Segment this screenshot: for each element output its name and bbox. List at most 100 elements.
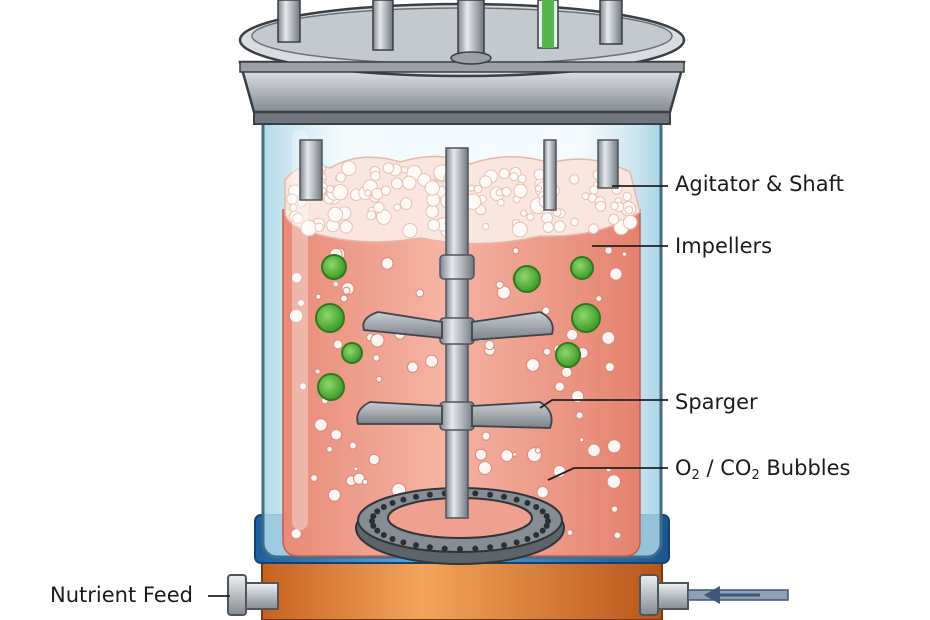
sparger-hole [380,504,387,510]
foam-bubble [400,166,409,174]
sparger-hole [533,532,540,538]
bubble-icon [332,339,343,350]
bubble-icon [526,358,540,372]
sparger-hole [380,532,387,538]
foam-bubble [610,201,619,211]
foam-bubble [473,184,483,194]
foam-bubble [341,160,357,176]
sparger-hole [370,522,377,529]
foam-bubble [569,174,580,185]
sparger-hole [543,513,550,520]
foam-bubble [608,213,620,225]
bubble-icon [475,448,487,461]
sparger-hole [426,544,433,551]
foam-bubble [589,185,599,195]
sparger-hole [389,536,396,542]
bubble-icon [327,488,341,502]
sparger-hole [426,491,433,498]
foam-bubble [622,215,638,230]
foam-bubble [390,177,404,190]
bubble-icon [512,247,520,255]
sparger-hole [370,513,377,520]
feed-arrow-icon [704,586,760,604]
bubble-icon [500,449,514,462]
sparger-hole [513,496,520,503]
sparger-hole [441,545,448,552]
bubble-icon [353,466,359,472]
sparger-hole [543,522,550,529]
sparger-hole [539,527,546,534]
sparger-hole [374,508,381,515]
head-ports [277,0,623,65]
bubble-icon [361,478,369,486]
bubble-icon [290,528,302,540]
bubble-icon [340,294,348,303]
sparger-hole [513,539,520,546]
foam-bubble [513,183,528,199]
glass-highlight [292,130,308,530]
sparger-hole [374,527,381,534]
bubble-icon [595,295,603,303]
bubble-icon [512,451,518,457]
foam-bubble [364,189,372,197]
bubble-icon [314,418,328,432]
foam-bubble [534,184,543,193]
foam-bubble [339,220,353,234]
bubble-icon [326,445,334,453]
foam-bubble [622,191,632,202]
bubble-icon [495,280,504,289]
bubble-icon [606,474,621,489]
foam-bubble [326,185,335,193]
sparger-hole [524,500,531,506]
bubble-icon [579,437,585,443]
foam-bubble [366,210,377,221]
bubble-icon [587,443,601,458]
foam-bubble [482,222,490,231]
bubble-icon [541,306,551,315]
label-bubbles: O2 / CO2 Bubbles [675,456,851,483]
bubble-icon [415,288,425,298]
sparger-hole [501,493,507,500]
bubble-icon [604,246,613,255]
foam-bubble [512,221,528,238]
foam-bubble [332,184,349,201]
cell-icon [341,342,363,364]
bubble-icon [543,347,551,356]
cell-cluster [315,254,601,401]
sparger-hole [369,518,375,524]
sparger-hole [413,542,419,549]
bubble-icon [330,428,343,441]
sparger-hole [472,545,479,552]
label-nutrient-feed: Nutrient Feed [50,583,193,607]
probe-right [597,139,619,189]
cell-icon [571,303,601,333]
sparger-hole [389,500,396,506]
foam-bubble [289,203,298,212]
cell-icon [555,342,581,368]
bubble-icon [484,340,495,351]
foam-bubble [570,217,579,227]
sparger-hole [413,493,419,500]
bubble-icon [332,280,340,288]
label-impellers: Impellers [675,234,773,258]
bubble-icon [536,486,549,499]
cell-icon [321,254,347,280]
sparger-hole [539,508,546,515]
bubble-icon [609,267,623,281]
foam-bubble [373,201,385,214]
bubble-icon [496,285,511,300]
bubble-icon [613,531,622,540]
bubble-icon [534,447,542,454]
impeller-lower [356,401,553,429]
bubble-icon [310,474,319,482]
bubble-icon [601,331,616,345]
impeller-upper [362,311,554,341]
sparger-hole [400,539,407,546]
foam-bubble [509,172,519,182]
foam-bubble [501,186,512,197]
foam-bubble [327,206,344,223]
foam-bubble [517,174,527,184]
foam-bubble [467,184,475,192]
bubble-icon [575,411,584,420]
